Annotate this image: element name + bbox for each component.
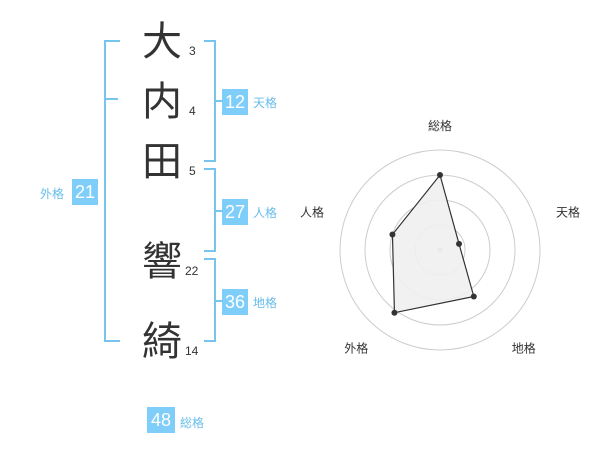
radar-point-5 bbox=[389, 231, 396, 238]
jinkaku-label: 人格 bbox=[253, 206, 278, 220]
radar-point-2 bbox=[456, 240, 463, 247]
radar-axis-label-3: 地格 bbox=[512, 341, 536, 356]
stroke-count-1: 3 bbox=[189, 44, 196, 58]
radar-point-4 bbox=[391, 309, 398, 316]
radar-series-polygon bbox=[391, 173, 475, 314]
gaikaku-value: 21 bbox=[72, 179, 98, 205]
soukaku-label: 総格 bbox=[180, 416, 205, 430]
radar-point-1 bbox=[437, 172, 443, 178]
stroke-count-2: 4 bbox=[189, 104, 196, 118]
chikaku-value: 36 bbox=[222, 289, 248, 315]
radar-axis-label-2: 天格 bbox=[556, 204, 580, 219]
gaikaku-label: 外格 bbox=[40, 187, 65, 201]
tenkaku-value: 12 bbox=[222, 89, 248, 115]
radar-ring-4 bbox=[339, 149, 541, 351]
gaikaku-bracket-tick bbox=[104, 98, 118, 100]
tenkaku-bracket-tick bbox=[214, 100, 222, 102]
name-char-1: 大 bbox=[142, 19, 182, 65]
stroke-count-4: 22 bbox=[185, 264, 199, 278]
name-char-4: 響 bbox=[142, 239, 182, 285]
radar-point-3 bbox=[470, 293, 477, 300]
radar-axis-label-1: 総格 bbox=[428, 118, 452, 133]
chikaku-bracket-tick bbox=[214, 300, 222, 302]
jinkaku-value: 27 bbox=[222, 199, 248, 225]
name-char-5: 綺 bbox=[142, 319, 182, 365]
radar-axis-label-4: 外格 bbox=[344, 341, 368, 356]
radar-axis-label-5: 人格 bbox=[300, 204, 324, 219]
soukaku-value: 48 bbox=[147, 407, 175, 433]
stroke-count-3: 5 bbox=[189, 164, 196, 178]
gaikaku-bracket bbox=[104, 40, 120, 342]
jinkaku-bracket-tick bbox=[214, 210, 222, 212]
chikaku-label: 地格 bbox=[253, 296, 278, 310]
name-char-2: 内 bbox=[142, 79, 182, 125]
stroke-count-5: 14 bbox=[185, 344, 199, 358]
tenkaku-label: 天格 bbox=[253, 96, 278, 110]
name-char-3: 田 bbox=[142, 139, 182, 185]
